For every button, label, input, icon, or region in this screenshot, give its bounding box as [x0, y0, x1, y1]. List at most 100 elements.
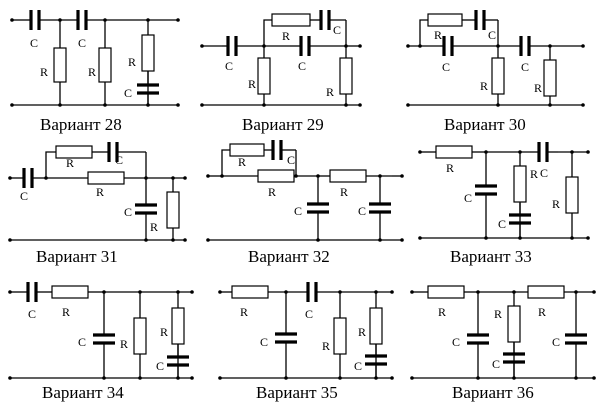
wire: [263, 19, 272, 46]
resistor-label: R: [530, 167, 538, 181]
junction-dot: [294, 174, 298, 178]
junction-dot: [476, 376, 480, 380]
capacitor-label: C: [20, 189, 28, 203]
junction-dot: [8, 238, 12, 242]
variant-caption: Вариант 35: [256, 383, 338, 402]
resistor: [133, 317, 147, 355]
junction-dot: [570, 236, 574, 240]
resistor: [166, 191, 180, 229]
resistor-label: R: [438, 305, 446, 319]
junction-dot: [8, 376, 12, 380]
variant-caption: Вариант 36: [452, 383, 534, 402]
resistor-label: R: [150, 220, 158, 234]
capacitor-label: C: [30, 36, 38, 50]
variant-caption: Вариант 34: [42, 383, 124, 402]
resistor: [369, 307, 383, 345]
capacitor-label: C: [124, 86, 132, 100]
junction-dot: [262, 103, 266, 107]
junction-dot: [374, 376, 378, 380]
resistor: [171, 307, 185, 345]
resistor: [257, 169, 295, 183]
variant-caption: Вариант 32: [248, 247, 330, 266]
resistor: [427, 13, 463, 27]
junction-dot: [592, 290, 596, 294]
resistor-label: R: [88, 65, 96, 79]
junction-dot: [400, 238, 404, 242]
capacitor-label: C: [488, 28, 496, 42]
capacitor-label: C: [358, 204, 366, 218]
capacitor-label: C: [28, 307, 36, 321]
capacitor-label: C: [78, 36, 86, 50]
junction-dot: [146, 103, 150, 107]
junction-dot: [316, 238, 320, 242]
resistor-label: R: [120, 337, 128, 351]
junction-dot: [218, 290, 222, 294]
capacitor-label: C: [115, 153, 123, 167]
capacitor-label: C: [294, 204, 302, 218]
resistor-label: R: [552, 197, 560, 211]
junction-dot: [592, 376, 596, 380]
junction-dot: [418, 150, 422, 154]
junction-dot: [144, 238, 148, 242]
junction-dot: [200, 103, 204, 107]
resistor: [141, 34, 155, 72]
variant-caption: Вариант 30: [444, 115, 526, 134]
resistor-label: R: [96, 185, 104, 199]
capacitor-label: C: [333, 23, 341, 37]
junction-dot: [176, 376, 180, 380]
junction-dot: [190, 290, 194, 294]
resistor-label: R: [494, 307, 502, 321]
resistor: [513, 165, 527, 203]
junction-dot: [378, 238, 382, 242]
resistor: [271, 13, 311, 27]
resistor: [257, 57, 271, 95]
junction-dot: [218, 376, 222, 380]
wire: [419, 19, 428, 46]
resistor: [507, 305, 521, 343]
capacitor-label: C: [225, 59, 233, 73]
resistor-label: R: [40, 65, 48, 79]
resistor-label: R: [322, 339, 330, 353]
resistor-label: R: [62, 305, 70, 319]
resistor-label: R: [358, 325, 366, 339]
capacitor-label: C: [464, 191, 472, 205]
capacitor-label: C: [260, 335, 268, 349]
resistor-label: R: [340, 185, 348, 199]
variant-caption: Вариант 29: [242, 115, 324, 134]
resistor-label: R: [238, 155, 246, 169]
resistor-label: R: [434, 28, 442, 42]
resistor: [435, 145, 473, 159]
junction-dot: [548, 103, 552, 107]
junction-dot: [206, 174, 210, 178]
junction-dot: [410, 376, 414, 380]
variant-caption: Вариант 28: [40, 115, 122, 134]
junction-dot: [200, 44, 204, 48]
resistor: [427, 285, 465, 299]
capacitor-label: C: [156, 359, 164, 373]
junction-dot: [102, 376, 106, 380]
resistor-label: R: [446, 161, 454, 175]
capacitor-label: C: [452, 335, 460, 349]
junction-dot: [138, 376, 142, 380]
junction-dot: [103, 103, 107, 107]
resistor: [51, 285, 89, 299]
junction-dot: [10, 18, 14, 22]
resistor: [333, 317, 347, 355]
junction-dot: [8, 290, 12, 294]
junction-dot: [8, 176, 12, 180]
resistor: [565, 176, 579, 214]
junction-dot: [183, 176, 187, 180]
junction-dot: [358, 44, 362, 48]
junction-dot: [10, 103, 14, 107]
capacitor-label: C: [540, 166, 548, 180]
junction-dot: [406, 44, 410, 48]
resistor-label: R: [128, 55, 136, 69]
resistor-label: R: [240, 305, 248, 319]
